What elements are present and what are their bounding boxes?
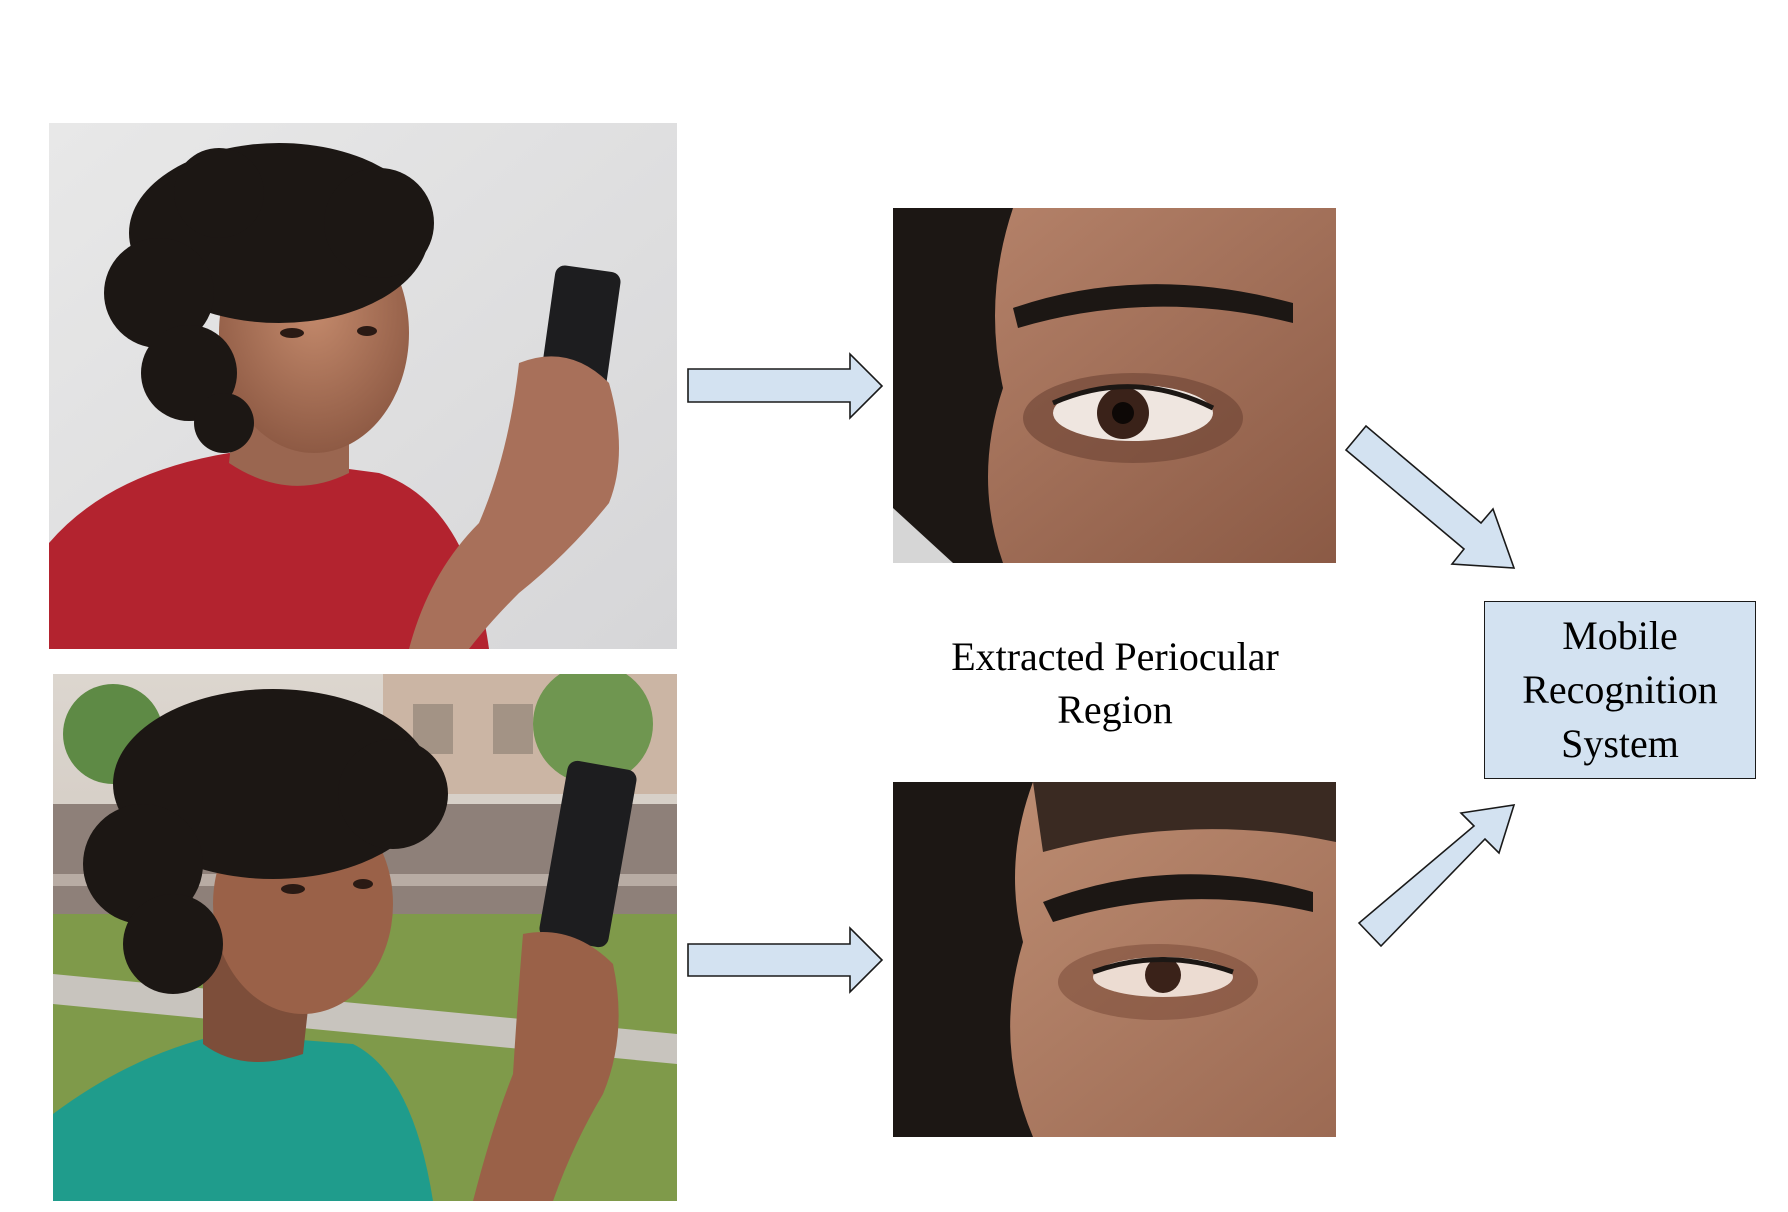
arrow-up-diagonal bbox=[1357, 804, 1516, 948]
extracted-region-caption: Extracted Periocular Region bbox=[880, 630, 1350, 736]
mobile-recognition-system-box: Mobile Recognition System bbox=[1484, 601, 1756, 779]
arrow-top-right bbox=[687, 352, 884, 420]
arrow-down-diagonal bbox=[1344, 424, 1516, 569]
caption-line-2: Region bbox=[1057, 687, 1173, 732]
system-label-line-1: Mobile bbox=[1562, 613, 1678, 658]
periocular-crop-top bbox=[893, 208, 1336, 563]
system-label-line-2: Recognition bbox=[1522, 667, 1718, 712]
caption-line-1: Extracted Periocular bbox=[951, 634, 1279, 679]
system-label-line-3: System bbox=[1561, 721, 1679, 766]
indoor-selfie-photo bbox=[49, 123, 677, 649]
periocular-crop-bottom bbox=[893, 782, 1336, 1137]
outdoor-selfie-photo bbox=[53, 674, 677, 1201]
arrow-bottom-right bbox=[687, 926, 884, 994]
